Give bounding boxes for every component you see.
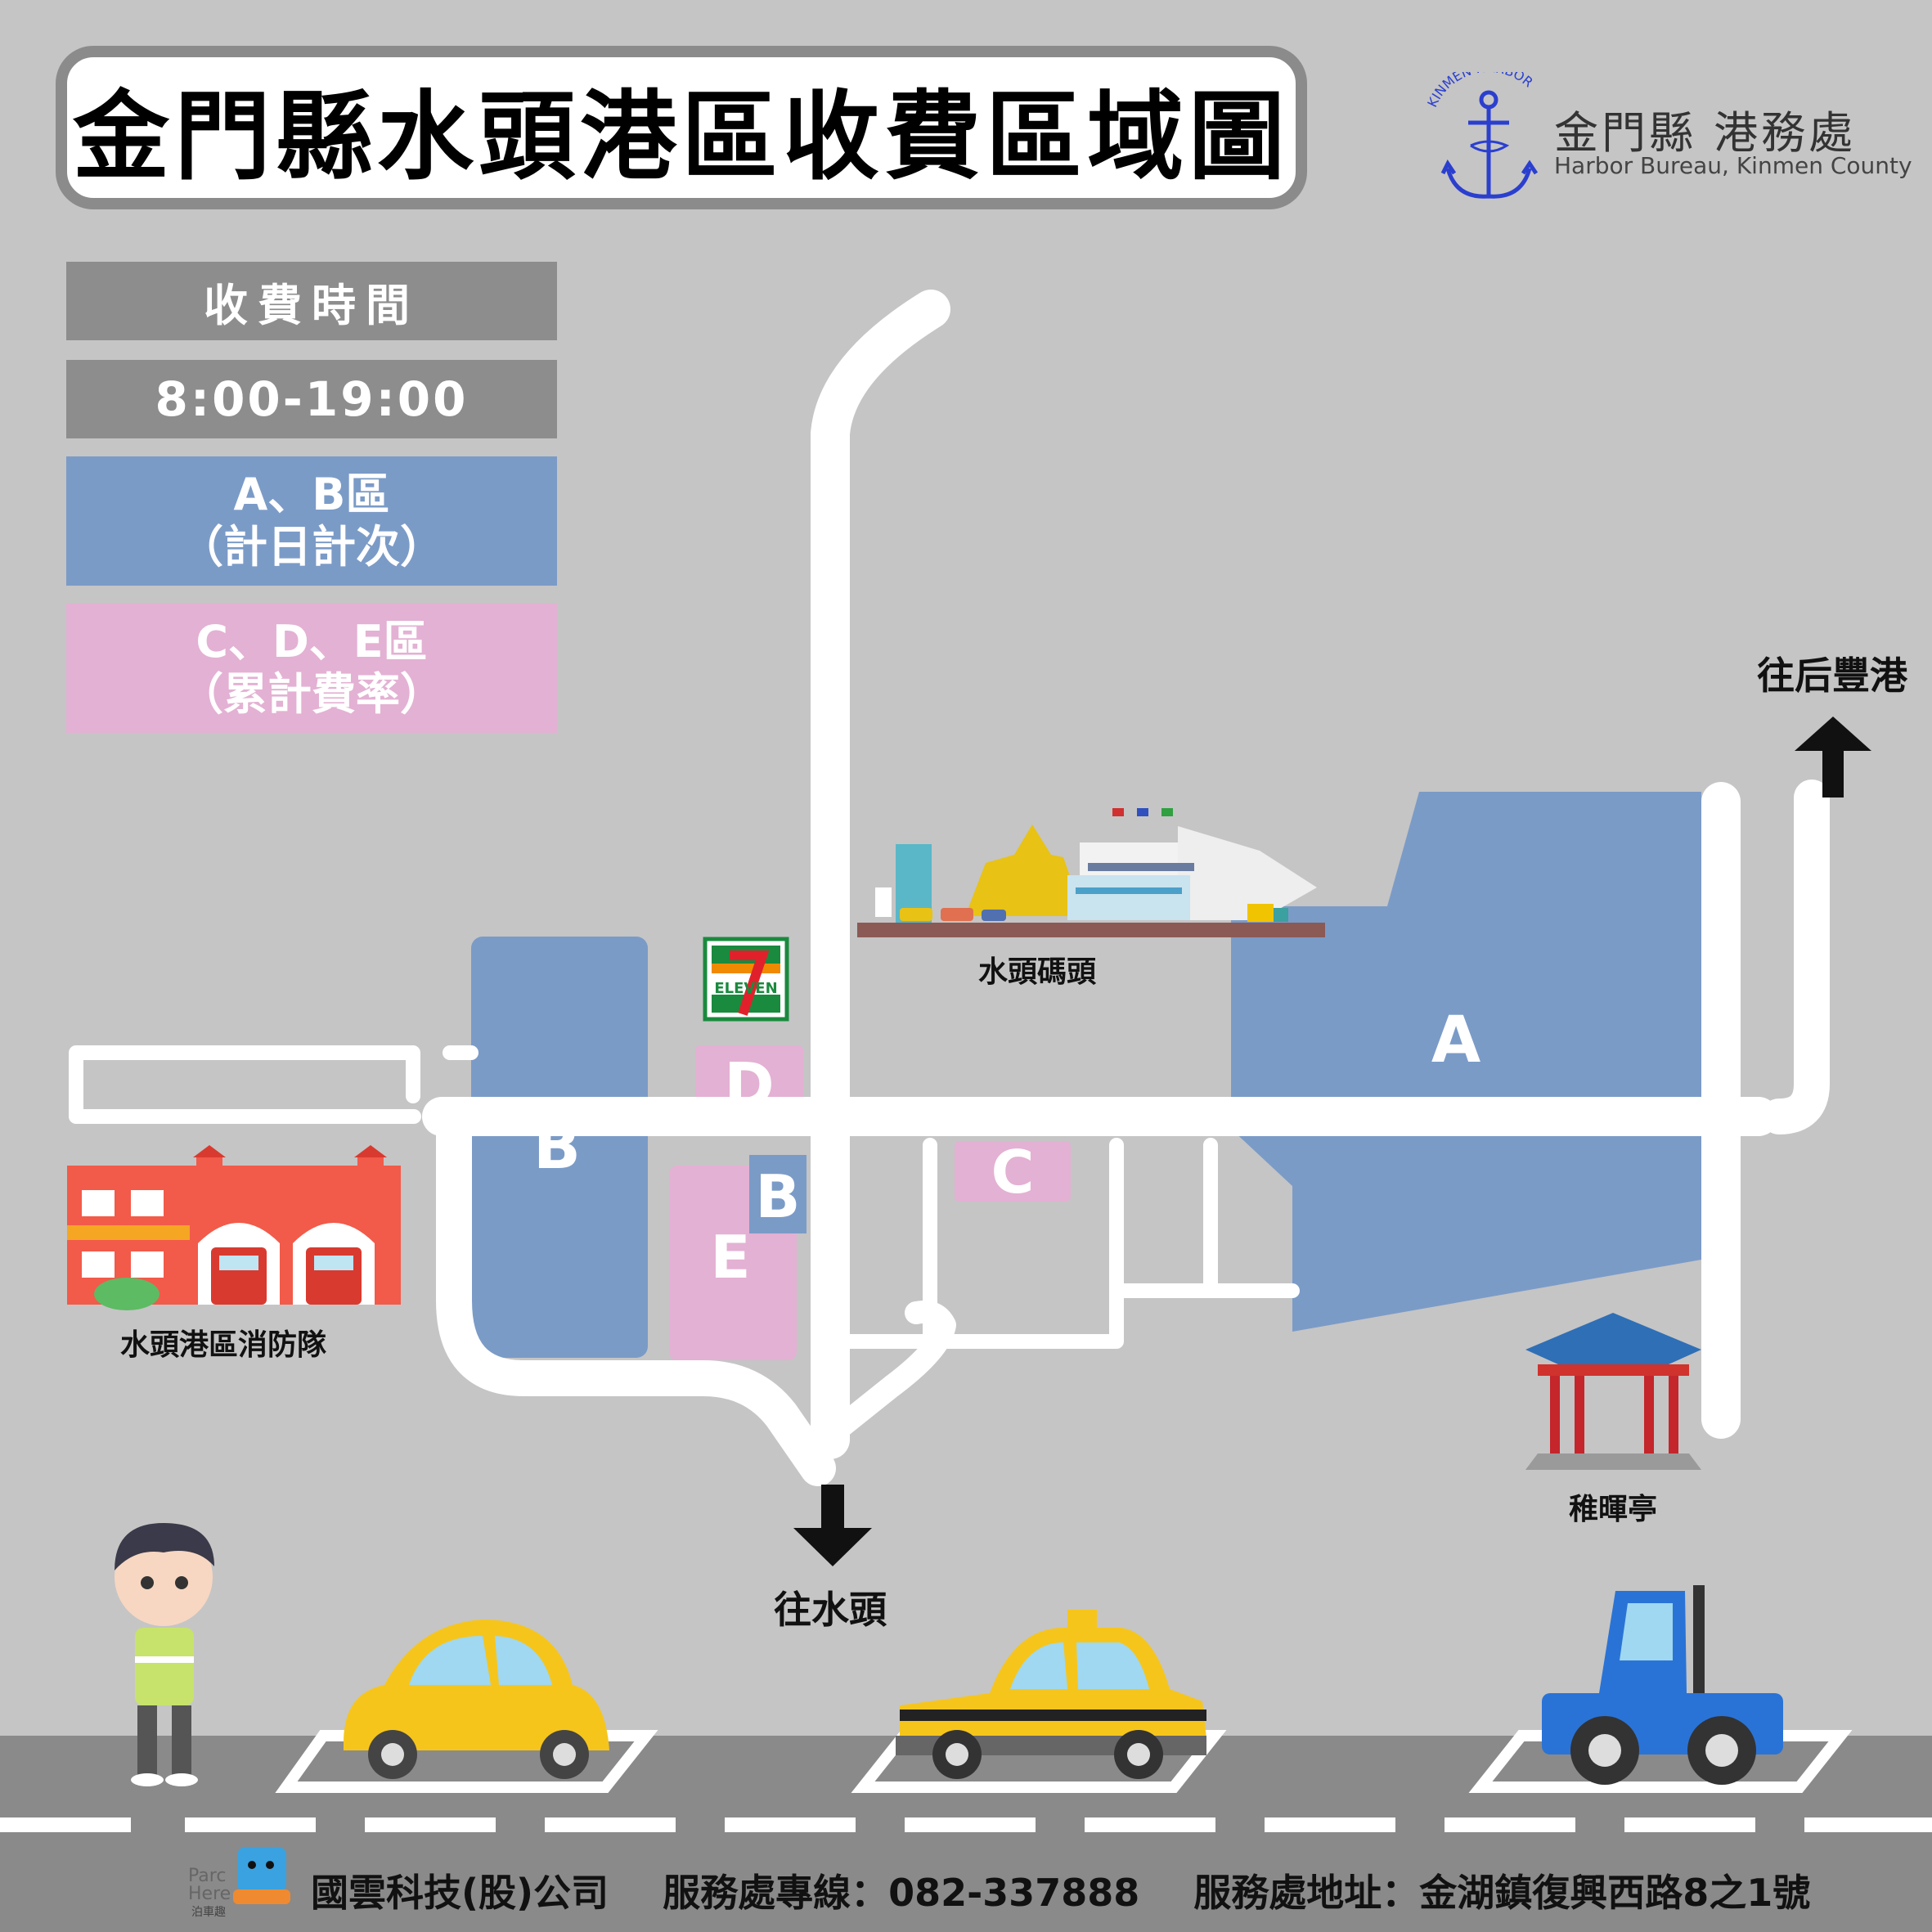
zone-cde-rate: （累計費率） xyxy=(179,668,444,720)
page-title: 金門縣水頭港區收費區域圖 xyxy=(72,79,1290,193)
zone-c-label: C xyxy=(991,1138,1035,1206)
pavilion-label: 稚暉亭 xyxy=(1569,1493,1657,1526)
zone-ab-rate: （計日計次） xyxy=(179,521,444,573)
zone-c-area[interactable] xyxy=(955,1141,1071,1202)
zone-b-area[interactable] xyxy=(471,937,648,1358)
zone-b-small-label: B xyxy=(756,1162,801,1231)
zone-b-small-area[interactable] xyxy=(749,1155,806,1233)
lane-markings xyxy=(0,1817,1932,1832)
taxi-illustration xyxy=(896,1610,1206,1779)
zone-b-label: B xyxy=(533,1110,581,1183)
harbor-bureau-logo: KINMEN HARBOR xyxy=(1424,72,1539,199)
logo-name-en: Harbor Bureau, Kinmen County xyxy=(1554,152,1912,179)
zone-a-label: A xyxy=(1431,1004,1480,1077)
pier-ferry-illustration xyxy=(857,808,1325,937)
zone-e-label: E xyxy=(710,1223,750,1292)
brand-line-2: Here xyxy=(188,1884,231,1904)
zone-ab-legend: A、B區 （計日計次） xyxy=(66,456,557,586)
zone-ab-title: A、B區 xyxy=(233,469,390,520)
zone-cde-title: C、D、E區 xyxy=(195,616,428,667)
footer-address: 服務處地址：金湖鎮復興西路8之1號 xyxy=(1193,1871,1811,1915)
brand-cn: 泊車趣 xyxy=(191,1905,226,1919)
arrow-up-icon xyxy=(1795,717,1871,798)
yellow-car-illustration xyxy=(344,1620,609,1779)
footer-company: 國雲科技(股)公司 xyxy=(311,1871,609,1915)
zone-d-label: D xyxy=(724,1050,774,1121)
zone-cde-legend: C、D、E區 （累計費率） xyxy=(66,604,557,733)
to-shuitou-label: 往水頭 xyxy=(774,1588,887,1632)
parchere-mascot-icon: Parc Here 泊車趣 xyxy=(188,1847,290,1919)
fire-station-label: 水頭港區消防隊 xyxy=(120,1328,326,1362)
zone-a-area[interactable] xyxy=(1231,792,1701,1332)
brand-line-1: Parc xyxy=(188,1866,226,1886)
to-houfeng-label: 往后豐港 xyxy=(1757,654,1908,698)
pier-label: 水頭碼頭 xyxy=(978,955,1097,989)
road-network xyxy=(69,290,1830,1486)
footer-hotline: 服務處專線：082-337888 xyxy=(663,1871,1140,1915)
arrow-down-icon xyxy=(793,1485,872,1566)
fire-station-illustration xyxy=(67,1145,401,1310)
convenience-store-icon: ELEVEN xyxy=(703,937,789,1022)
anchor-icon xyxy=(1440,90,1539,199)
title-banner: 金門縣水頭港區收費區域圖 xyxy=(56,46,1307,209)
parking-attendant-illustration xyxy=(115,1523,214,1786)
fee-hours-value: 8:00-19:00 xyxy=(66,360,557,438)
blue-tractor-illustration xyxy=(1542,1585,1783,1785)
store-logo-text: ELEVEN xyxy=(714,980,777,997)
footer-info: 國雲科技(股)公司 服務處專線：082-337888 服務處地址：金湖鎮復興西路… xyxy=(311,1863,1851,1917)
fee-hours-header: 收費時間 xyxy=(66,262,557,340)
pavilion-illustration xyxy=(1525,1313,1701,1470)
logo-name-cn: 金門縣 港務處 xyxy=(1554,107,1857,159)
